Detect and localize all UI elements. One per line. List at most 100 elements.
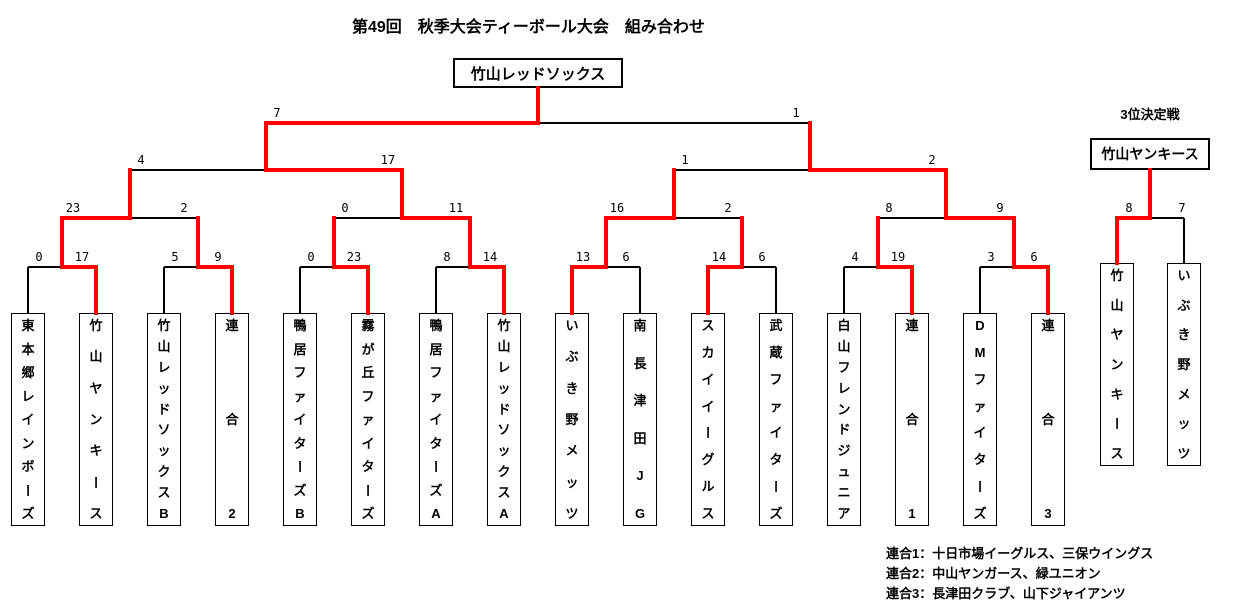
team-box: 白山フレンドジュニア xyxy=(827,313,861,526)
note-rengo-3: 連合3：長津田クラブ、山下ジャイアンツ xyxy=(886,586,1126,601)
bracket-line xyxy=(674,169,810,171)
team-name-char: ズ xyxy=(429,482,443,498)
winner-path-line xyxy=(94,265,98,315)
page-title: 第49回 秋季大会ティーボール大会 組み合わせ xyxy=(352,19,705,36)
team-name-char: イ xyxy=(293,412,307,427)
team-name-char: タ xyxy=(973,452,987,468)
team-name-char: ズ xyxy=(21,506,35,521)
winner-path-line xyxy=(264,121,268,172)
winner-path-line xyxy=(706,265,710,315)
match-score: 0 xyxy=(341,201,349,215)
match-score: 4 xyxy=(851,250,859,264)
team-name-char: い xyxy=(1177,268,1191,283)
team-name-char: 連 xyxy=(225,318,239,333)
match-score: 1 xyxy=(792,106,800,120)
winner-path-line xyxy=(740,216,744,269)
team-name-char: ル xyxy=(701,479,715,495)
team-name-char: ッ xyxy=(497,380,511,396)
team-name-char: イ xyxy=(429,412,443,427)
team-name-char: ッ xyxy=(565,474,579,490)
team-name-char: ソ xyxy=(497,422,511,438)
match-score: 17 xyxy=(74,250,90,264)
match-score: 0 xyxy=(307,250,315,264)
bracket-line xyxy=(436,266,470,268)
match-score: 16 xyxy=(609,201,625,215)
team-name-char: ド xyxy=(157,401,171,417)
bracket-line xyxy=(674,217,742,219)
winner-path-line xyxy=(604,216,676,220)
team-name-char: 2 xyxy=(228,506,236,521)
team-name-char: フ xyxy=(973,371,987,387)
team-name-char: タ xyxy=(361,459,375,474)
team-name-char: 山 xyxy=(837,338,851,354)
match-score: 14 xyxy=(711,250,727,264)
winner-path-line xyxy=(876,265,914,269)
team-name-char: イ xyxy=(361,435,375,451)
match-score: 9 xyxy=(214,250,222,264)
winner-path-line xyxy=(230,265,234,315)
team-name-char: 山 xyxy=(1110,297,1124,313)
team-name-char: 山 xyxy=(89,349,103,365)
winner-path-line xyxy=(910,265,914,315)
team-name-char: ヤ xyxy=(89,380,103,396)
team-name-char: ヤ xyxy=(1110,327,1124,343)
team-name-char: 山 xyxy=(157,338,171,354)
team-name-char: フ xyxy=(293,365,307,380)
bracket-line xyxy=(979,267,981,313)
bracket-line xyxy=(130,217,198,219)
winner-path-line xyxy=(60,216,132,220)
winner-path-line xyxy=(196,265,234,269)
team-name-char: 連 xyxy=(905,318,919,333)
team-name-char: ー xyxy=(700,426,716,440)
bracket-line xyxy=(435,267,437,313)
team-name-char: A xyxy=(499,505,509,521)
champion-box: 竹山レッドソックス xyxy=(453,58,623,88)
third-place-winner-name: 竹山ヤンキース xyxy=(1101,146,1199,162)
team-name-char: ズ xyxy=(293,482,307,498)
match-score: 19 xyxy=(890,250,906,264)
team-name-char: レ xyxy=(157,359,171,375)
bracket-line xyxy=(606,266,640,268)
team-name-char: き xyxy=(565,380,579,396)
team-name-char: ァ xyxy=(293,388,307,404)
match-score: 2 xyxy=(180,201,188,215)
match-score: 9 xyxy=(996,201,1004,215)
team-name-char: が xyxy=(361,341,375,357)
bracket-line xyxy=(775,267,777,313)
winner-path-line xyxy=(944,216,1016,220)
team-name-char: 津 xyxy=(633,393,647,409)
coalition-notes: 連合1：十日市場イーグルス、三保ウイングス 連合2：中山ヤンガース、緑ユニオン … xyxy=(886,544,1153,604)
match-score: 2 xyxy=(928,153,936,167)
match-score: 7 xyxy=(1178,201,1186,215)
team-name-char: ー xyxy=(428,459,444,474)
winner-path-line xyxy=(1115,216,1152,220)
team-name-char: イ xyxy=(701,371,715,387)
team-name-char: ン xyxy=(837,401,851,417)
winner-path-line xyxy=(604,216,608,269)
champion-name: 竹山レッドソックス xyxy=(470,65,606,83)
team-name-char: ド xyxy=(837,422,851,438)
team-box: 東本郷レインボーズ xyxy=(11,313,45,526)
winner-path-line xyxy=(1012,265,1050,269)
match-score: 23 xyxy=(346,250,362,264)
team-name-char: ス xyxy=(701,318,715,333)
team-box: スカイイーグルス xyxy=(691,313,725,526)
bracket-line xyxy=(130,169,266,171)
team-name-char: ッ xyxy=(157,443,171,459)
match-score: 7 xyxy=(273,106,281,120)
winner-path-line xyxy=(876,216,880,269)
team-name-char: 丘 xyxy=(361,365,375,380)
match-score: 2 xyxy=(724,201,732,215)
team-name-char: イ xyxy=(769,425,783,441)
team-name-char: ド xyxy=(497,401,511,417)
team-name-char: ズ xyxy=(769,505,783,521)
team-name-char: J xyxy=(636,468,644,484)
team-name-char: D xyxy=(975,318,985,333)
bracket-line xyxy=(1150,217,1184,219)
bracket-line xyxy=(299,267,301,313)
team-name-char: ツ xyxy=(565,505,579,521)
bracket-line xyxy=(28,266,62,268)
